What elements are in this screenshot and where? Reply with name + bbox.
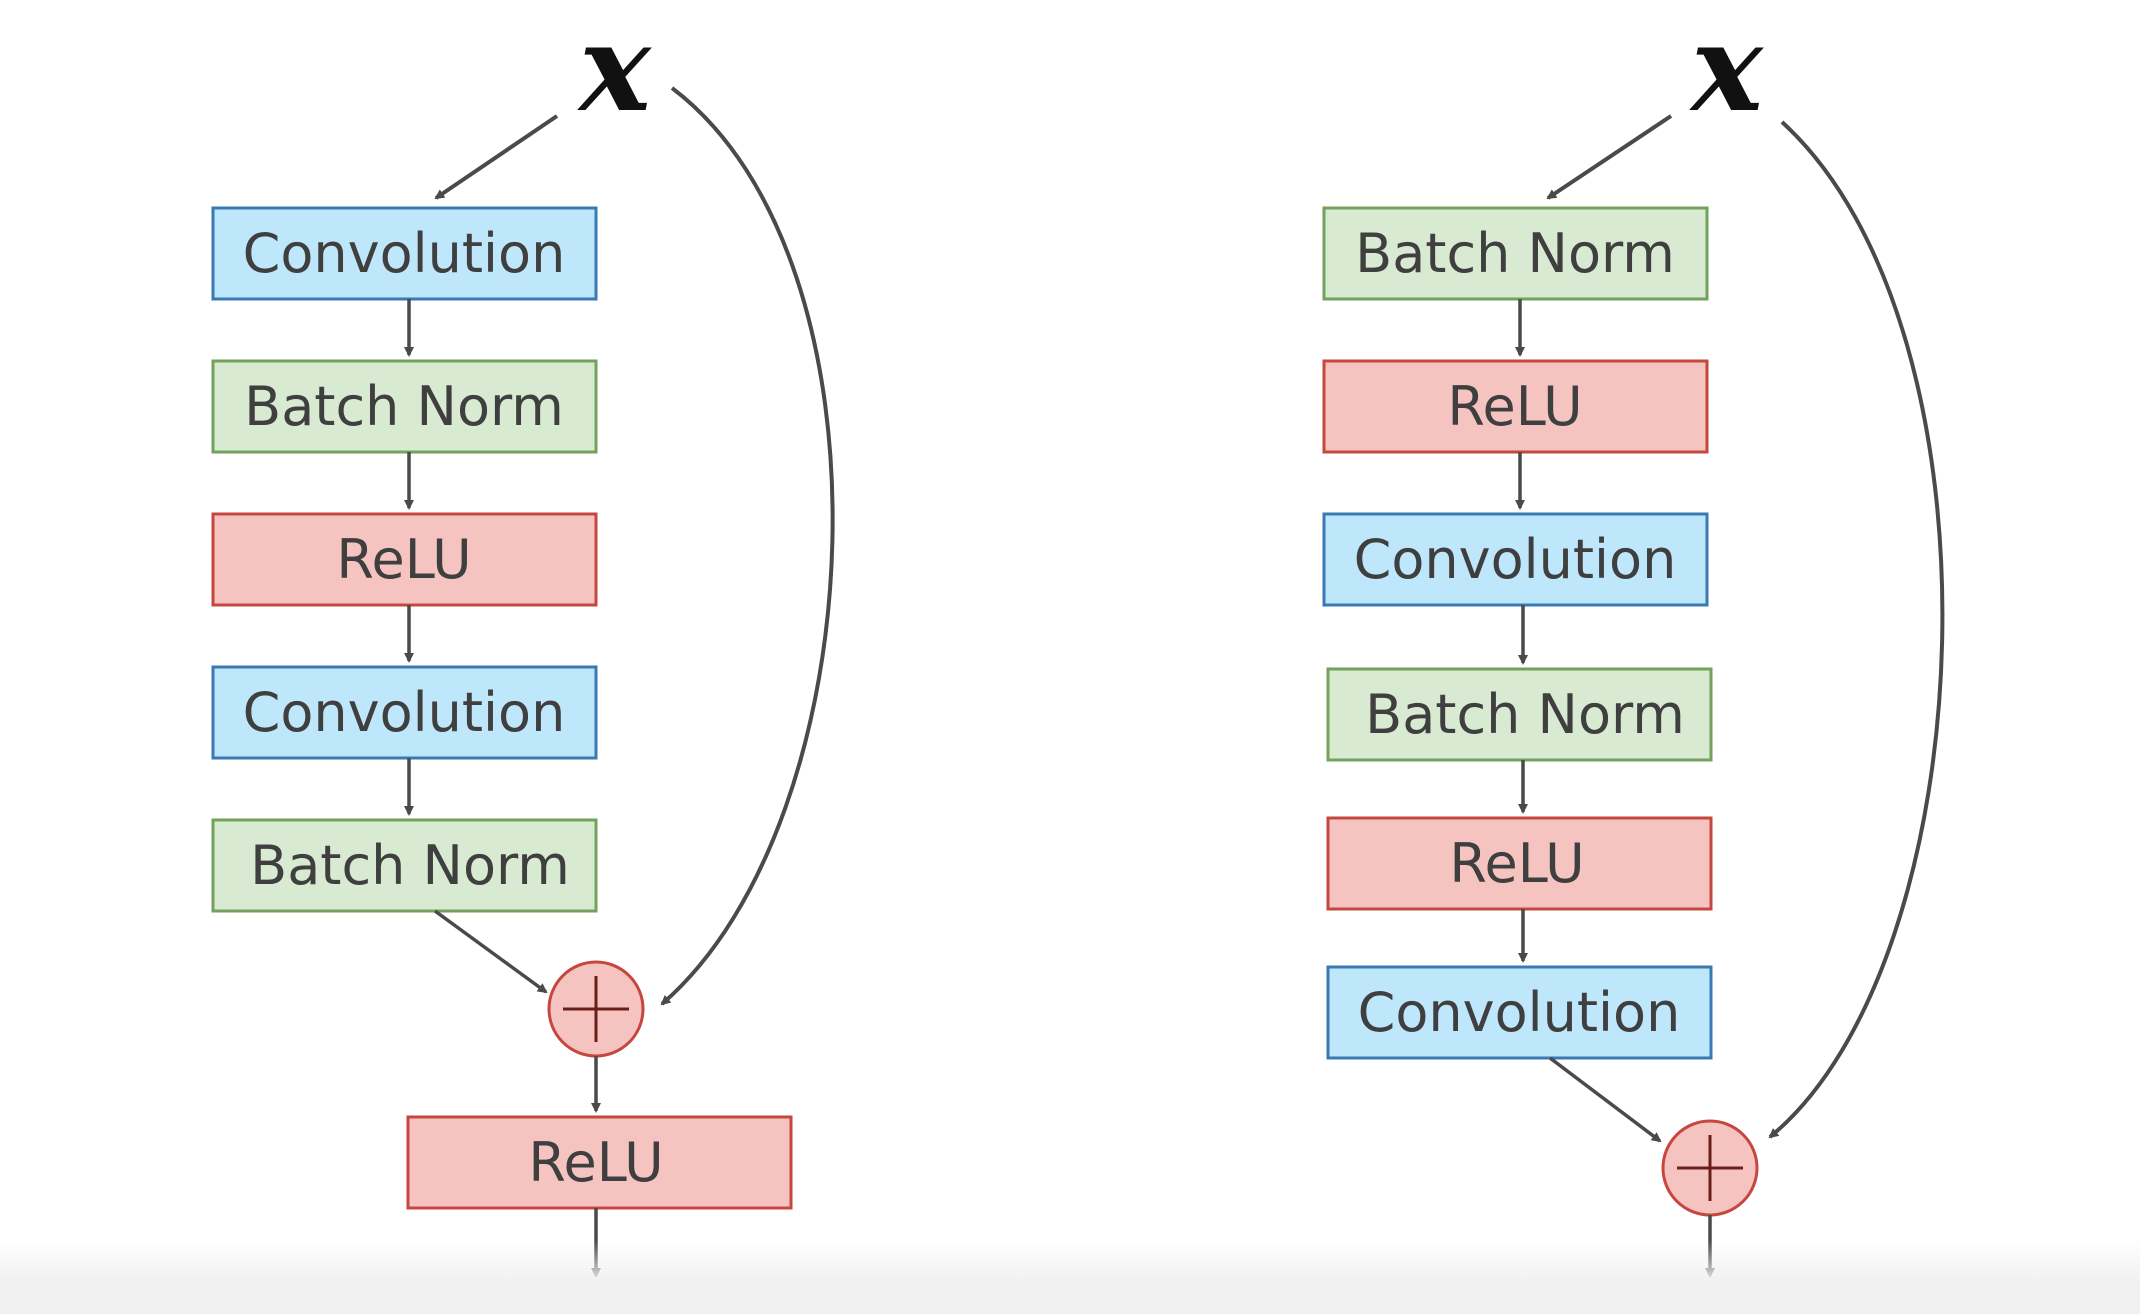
left-add-node xyxy=(547,960,645,1058)
bottom-fade xyxy=(0,1240,2140,1314)
right-layer-batch-norm-1: Batch Norm xyxy=(1322,206,1709,301)
layer-label: Batch Norm xyxy=(1365,683,1685,746)
left-arrow-to-add xyxy=(433,909,548,994)
right-arrow-to-add xyxy=(1548,1056,1662,1143)
layer-label: ReLU xyxy=(1449,832,1584,895)
layer-label: ReLU xyxy=(528,1131,663,1194)
right-layer-relu-1: ReLU xyxy=(1322,359,1709,454)
layer-label: Batch Norm xyxy=(244,375,564,438)
left-skip-connection xyxy=(660,86,835,1006)
right-add-node xyxy=(1661,1119,1759,1217)
left-layer-batch-norm-1: Batch Norm xyxy=(211,359,598,454)
right-residual-block: x Batch Norm ReLU Convolution Batch Norm… xyxy=(1322,0,1945,1278)
right-layer-batch-norm-2: Batch Norm xyxy=(1326,667,1713,762)
left-input-arrow xyxy=(434,114,559,200)
right-input-arrow xyxy=(1546,114,1673,200)
left-layer-relu-1: ReLU xyxy=(211,512,598,607)
layer-label: ReLU xyxy=(336,528,471,591)
left-input-label: x xyxy=(576,0,652,139)
left-residual-block: x Convolution Batch Norm ReLU Convolutio… xyxy=(211,0,835,1278)
left-layer-convolution-1: Convolution xyxy=(211,206,598,301)
right-layer-convolution-1: Convolution xyxy=(1322,512,1709,607)
right-input-label: x xyxy=(1688,0,1764,139)
left-layer-convolution-2: Convolution xyxy=(211,665,598,760)
right-layer-relu-2: ReLU xyxy=(1326,816,1713,911)
layer-label: Convolution xyxy=(1358,981,1681,1044)
left-layer-batch-norm-2: Batch Norm xyxy=(211,818,598,913)
right-layer-convolution-2: Convolution xyxy=(1326,965,1713,1060)
right-skip-connection xyxy=(1768,120,1945,1139)
layer-label: Batch Norm xyxy=(250,834,570,897)
layer-label: ReLU xyxy=(1447,375,1582,438)
layer-label: Convolution xyxy=(243,681,566,744)
layer-label: Convolution xyxy=(1354,528,1677,591)
layer-label: Batch Norm xyxy=(1355,222,1675,285)
left-output-relu: ReLU xyxy=(406,1115,793,1210)
layer-label: Convolution xyxy=(243,222,566,285)
